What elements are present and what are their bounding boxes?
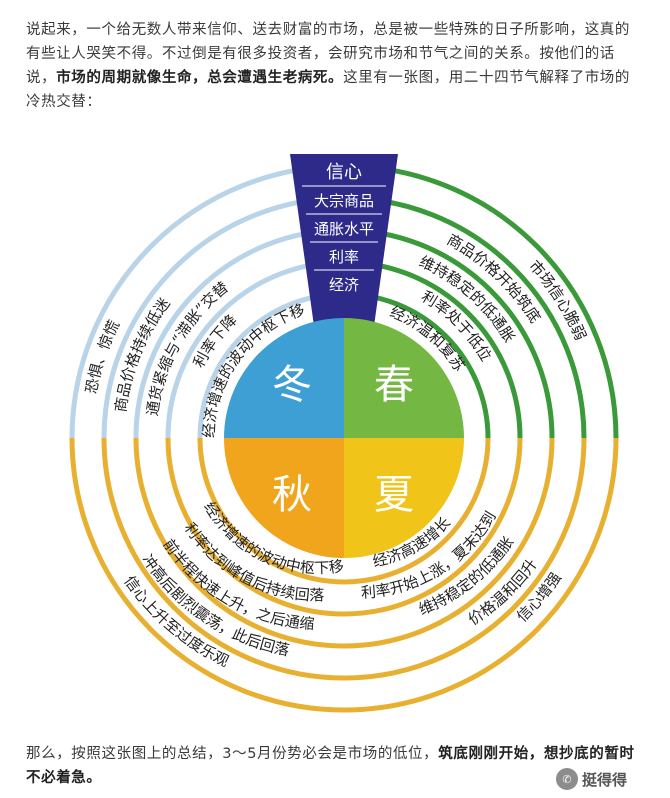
wechat-icon: ✆	[556, 768, 578, 790]
intro-bold-text: 市场的周期就像生命，总会遭遇生老病死。	[56, 70, 344, 86]
banner-label-confidence: 信心	[326, 162, 362, 183]
conclusion-bold-text: 筑底刚刚开始，想抄底的暂时不必着急。	[26, 746, 635, 786]
intro-paragraph: 说起来，一个给无数人带来信仰、送去财富的市场，总是被一些特殊的日子所影响，这真的…	[26, 18, 644, 114]
intro-text-2: 这里有一张图，用二十四节气解释了市场的冷热交替：	[26, 70, 631, 110]
season-cycle-diagram: 信心 大宗商品 通胀水平 利率 经济 冬 春 秋 夏 恐惧、惊慌 商品价格持续低…	[54, 126, 619, 713]
autumn-quadrant	[224, 438, 344, 558]
winter-quadrant	[224, 318, 344, 438]
center-banner	[290, 154, 398, 326]
summer-quadrant	[344, 438, 464, 558]
conclusion-text: 那么，按照这张图上的总结，3～5月份势必会是市场的低位，	[26, 746, 439, 762]
banner-label-economy: 经济	[329, 276, 359, 294]
autumn-summer-ring-arcs	[69, 437, 619, 713]
season-summer-label: 夏	[374, 472, 414, 518]
banner-label-commodities: 大宗商品	[314, 192, 374, 210]
banner-label-inflation: 通胀水平	[314, 220, 374, 238]
season-spring-label: 春	[374, 362, 414, 408]
watermark: ✆ 挺得得	[556, 764, 666, 794]
banner-label-interest-rate: 利率	[329, 248, 359, 266]
watermark-text: 挺得得	[582, 770, 628, 789]
season-autumn-label: 秋	[272, 472, 312, 518]
spring-quadrant	[344, 318, 464, 438]
season-winter-label: 冬	[272, 362, 312, 408]
intro-text-1: 说起来，一个给无数人带来信仰、送去财富的市场，总是被一些特殊的日子所影响，这真的…	[26, 22, 630, 86]
conclusion-paragraph: 那么，按照这张图上的总结，3～5月份势必会是市场的低位，筑底刚刚开始，想抄底的暂…	[26, 742, 644, 790]
